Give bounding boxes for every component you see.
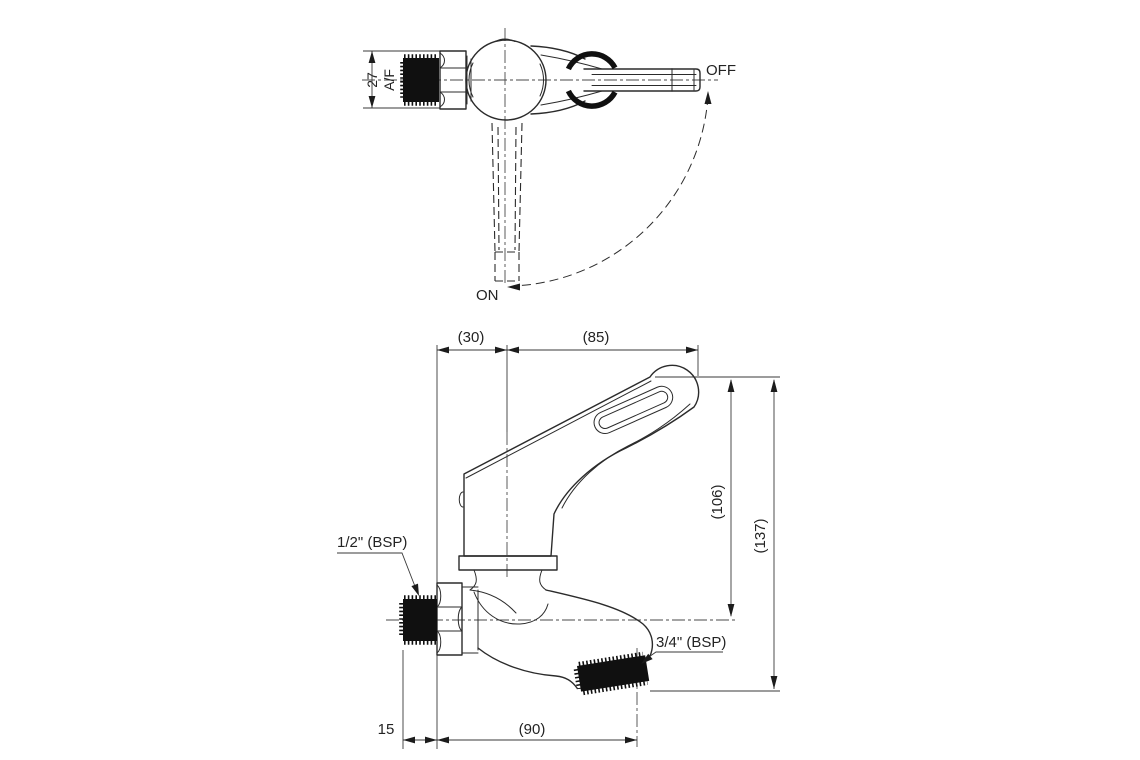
hex-nut-top <box>439 50 472 110</box>
outlet-thread-callout: 3/4" (BSP) <box>641 634 726 664</box>
inlet-thread-label: 1/2" (BSP) <box>337 534 407 551</box>
dim-90: (90) <box>437 721 637 744</box>
dim-15: 15 <box>378 650 438 749</box>
dim-af-text: A/F <box>381 69 397 91</box>
dim-106-text: (106) <box>709 484 726 519</box>
dim-137-text: (137) <box>752 518 769 553</box>
inlet-thread-callout: 1/2" (BSP) <box>337 534 419 596</box>
dim-137: (137) <box>650 379 780 692</box>
dim-30: (30) <box>436 329 508 583</box>
inlet-thread-side <box>399 595 437 645</box>
off-label: OFF <box>706 62 736 79</box>
handle-slot-inner <box>598 390 669 430</box>
side-view: (30) (85) (106) (137) <box>337 329 780 749</box>
outlet-thread-label: 3/4" (BSP) <box>656 634 726 651</box>
lever-handle-on-phantom <box>491 122 523 282</box>
spout <box>477 589 654 689</box>
dim-27-af: 27 A/F <box>363 50 440 109</box>
inlet-thread-top <box>400 54 439 106</box>
dim-27-text: 27 <box>364 72 380 88</box>
escutcheon-ring-bottom <box>565 89 618 109</box>
swing-arc <box>507 91 712 291</box>
dim-85-text: (85) <box>583 329 610 346</box>
dim-85: (85) <box>507 329 699 376</box>
dim-15-text: 15 <box>378 721 395 738</box>
valve-body-circle <box>465 38 547 121</box>
on-label: ON <box>476 287 499 304</box>
outlet-thread-side <box>573 651 650 696</box>
escutcheon-ring-top <box>565 51 618 71</box>
dim-30-text: (30) <box>458 329 485 346</box>
lever-handle-off <box>530 45 701 115</box>
top-view: 27 A/F <box>362 28 736 304</box>
hex-nut-side <box>436 582 479 656</box>
dim-90-text: (90) <box>519 721 546 738</box>
bonnet <box>458 555 558 625</box>
dim-106: (106) <box>655 376 780 617</box>
handle-side <box>458 364 700 557</box>
handle-slot-outer <box>593 385 674 435</box>
